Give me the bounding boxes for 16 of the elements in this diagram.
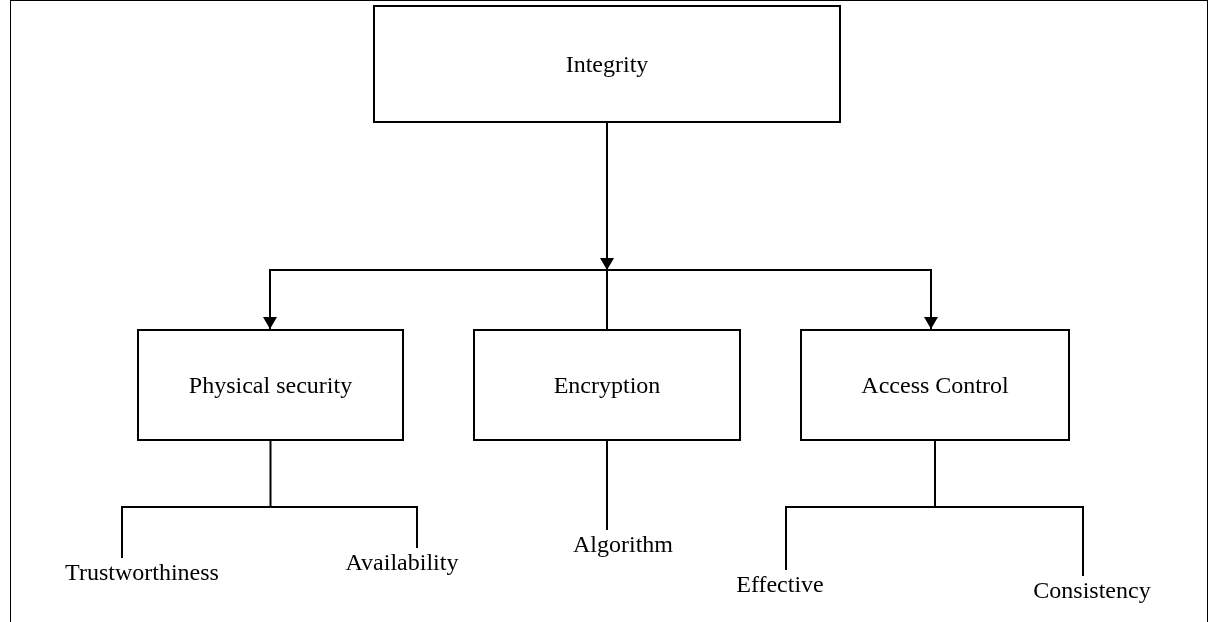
box-label: Physical security [188,371,353,400]
process-box [473,329,741,441]
box-label: Access Control [861,371,1009,400]
connector-arrow [606,269,938,330]
leaf-label: Consistency [1033,576,1151,604]
connector-arrow [263,269,608,330]
leaf-label: Availability [345,548,459,576]
leaf-label: Effective [736,570,824,598]
box-label: Encryption [553,371,661,400]
process-box [137,329,404,441]
leaf-label: Trustworthiness [65,558,219,586]
box-label: Integrity [565,50,649,79]
leaf-label: Algorithm [573,530,673,558]
connector-arrow [600,122,614,271]
process-box [800,329,1070,441]
process-box [373,5,841,123]
